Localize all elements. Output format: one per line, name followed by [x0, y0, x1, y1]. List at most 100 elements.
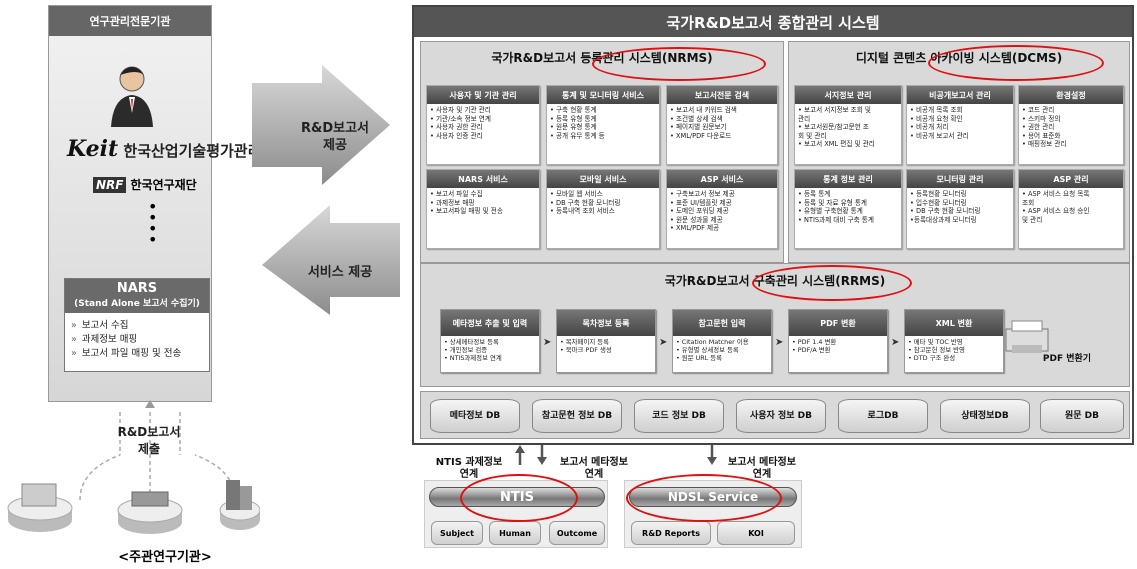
- database-cylinder: 원문 DB: [1040, 399, 1124, 433]
- boxes-function-box: 사용자 및 기관 관리• 사용자 및 기관 관리• 기관/소속 정보 연계• 사…: [426, 85, 540, 165]
- boxes-function-box: 서지정보 관리• 보고서 서지정보 조회 및 관리• 보고서원문/참고문헌 조 …: [794, 85, 902, 165]
- service-arrow-label: 서비스 제공: [307, 265, 373, 280]
- integrated-management-system: 국가R&D보고서 종합관리 시스템 국가R&D보고서 등록관리 시스템(NRMS…: [412, 5, 1134, 445]
- function-line: • 구축보고서 정보 제공: [670, 190, 735, 198]
- rrms-step-body: • 메타 및 TOC 반영• 참고문헌 정보 반영• DTD 구조 완성: [905, 336, 1003, 364]
- flow-arrow-icon: ➤: [543, 337, 552, 348]
- function-box-title: 모바일 서비스: [547, 170, 659, 188]
- function-line: • 사용자 권한 관리: [430, 123, 483, 132]
- rrms-step-body: • Citation Matcher 이용• 유형별 상세정보 등록• 원문 U…: [673, 336, 771, 364]
- host-institution-label: <주관연구기관>: [118, 550, 212, 565]
- function-box-body: • 보고서 서지정보 조회 및 관리• 보고서원문/참고문헌 조 회 및 관리•…: [795, 104, 901, 151]
- rrms-step-line: • PDF 1.4 변환: [792, 338, 837, 346]
- institution-disk: [219, 480, 260, 530]
- function-line: • NTIS과제 대비 구축 통계: [798, 215, 874, 224]
- function-line: • 과제정보 매핑: [430, 198, 475, 207]
- function-box-body: • 등록 통계• 등록 및 자료 유형 통계• 유형별 구축현황 통계• NTI…: [795, 188, 901, 226]
- boxes-function-box: ASP 서비스• 구축보고서 정보 제공• 표준 UI/템플릿 제공• 도메인 …: [666, 169, 778, 249]
- rrms-highlight: [752, 265, 912, 301]
- function-box-title: NARS 서비스: [427, 170, 539, 188]
- function-box-body: • 구축보고서 정보 제공• 표준 UI/템플릿 제공• 도메인 포워딩 제공•…: [667, 188, 777, 235]
- pdf-converter-icon: [1005, 320, 1049, 353]
- function-line: 및 관리: [1022, 215, 1043, 224]
- nars-box: NARS (Stand Alone 보고서 수집기) 보고서 수집 과제정보 매…: [64, 278, 210, 372]
- link-arrows: [515, 445, 717, 465]
- function-line: • 보고서 XML 편집 및 관리: [798, 140, 875, 149]
- function-line: • 비공개 요청 확인: [910, 114, 963, 123]
- function-line: • 권한 관리: [1022, 123, 1055, 132]
- function-line: • 코드 관리: [1022, 106, 1055, 114]
- boxes-function-box: NARS 서비스• 보고서 파일 수집• 과제정보 매핑• 보고서파일 매핑 및…: [426, 169, 540, 249]
- rrms-step-line: • PDF/A 변환: [792, 346, 831, 354]
- rrms-step-box: PDF 변환• PDF 1.4 변환• PDF/A 변환: [788, 309, 888, 373]
- function-line: • 스키마 정의: [1022, 114, 1061, 123]
- function-line: • 보고서 서지정보 조회 및: [798, 106, 871, 114]
- function-box-body: • 모바일 웹 서비스• DB 구축 현황 모니터링• 등록내역 조회 서비스: [547, 188, 659, 218]
- rrms-step-body: • 목차페이지 등록• 북마크 PDF 생성: [557, 336, 655, 356]
- function-line: • 등록 유형 통계: [550, 114, 597, 123]
- boxes-function-box: 환경설정• 코드 관리• 스키마 정의• 권한 관리• 용어 표준화• 매핑정보…: [1018, 85, 1124, 165]
- boxes-function-box: 보고서전문 검색• 보고서 내 키워드 검색• 조건별 상세 검색• 페이지별 …: [666, 85, 778, 165]
- function-box-title: 비공개보고서 관리: [907, 86, 1013, 104]
- rrms-step-line: • Citation Matcher 이용: [676, 338, 749, 346]
- nars-feature: 과제정보 매핑: [71, 333, 181, 347]
- ntis-subject: Subject: [431, 521, 483, 545]
- function-line: • 등록현황 모니터링: [910, 190, 967, 198]
- function-line: • 보고서 내 키워드 검색: [670, 106, 737, 114]
- function-line: • 구축 현황 통계: [550, 106, 597, 114]
- rrms-step-box: 메타정보 추출 및 입력• 상세메타정보 등록• 개인정보 검증• NTIS과제…: [440, 309, 540, 373]
- function-box-body: • 보고서 내 키워드 검색• 조건별 상세 검색• 페이지별 원문보기• XM…: [667, 104, 777, 142]
- nars-header: NARS (Stand Alone 보고서 수집기): [65, 279, 209, 313]
- function-box-title: 사용자 및 기관 관리: [427, 86, 539, 104]
- function-line: • DB 구축 현황 모니터링: [550, 198, 621, 207]
- nars-feature: 보고서 수집: [71, 319, 181, 333]
- keit-logo: Keit 한국산업기술평가관리원: [67, 136, 276, 162]
- provide-arrow: [252, 65, 390, 185]
- function-box-body: • 사용자 및 기관 관리• 기관/소속 정보 연계• 사용자 권한 관리• 사…: [427, 104, 539, 142]
- database-cylinder: 메타정보 DB: [430, 399, 520, 433]
- rrms-step-line: • DTD 구조 완성: [908, 354, 956, 362]
- boxes-function-box: 모니터링 관리• 등록현황 모니터링• 입수현황 모니터링• DB 구축 현황 …: [906, 169, 1014, 249]
- function-line: • 조건별 상세 검색: [670, 114, 723, 123]
- database-cylinder: 코드 정보 DB: [634, 399, 724, 433]
- function-line: • 기관/소속 정보 연계: [430, 114, 491, 123]
- database-cylinder: 상태정보DB: [940, 399, 1030, 433]
- function-box-title: 환경설정: [1019, 86, 1123, 104]
- function-line: •등록대상과제 모니터링: [910, 215, 977, 224]
- function-line: • 보고서 파일 수집: [430, 190, 483, 198]
- flow-arrow-icon: ➤: [891, 337, 900, 348]
- rrms-step-title: XML 변환: [905, 310, 1003, 336]
- function-line: • 용어 표준화: [1022, 131, 1061, 140]
- function-box-title: 모니터링 관리: [907, 170, 1013, 188]
- function-box-title: ASP 서비스: [667, 170, 777, 188]
- ntis-outcome: Outcome: [549, 521, 605, 545]
- function-line: • 공개 유무 통계 등: [550, 131, 605, 140]
- rrms-step-box: 목차정보 등록• 목차페이지 등록• 북마크 PDF 생성: [556, 309, 656, 373]
- service-arrow: [262, 205, 400, 315]
- rrms-step-line: • 목차페이지 등록: [560, 338, 609, 346]
- bidirectional-arrow-icon: [996, 337, 1012, 347]
- function-line: • 사용자 인증 관리: [430, 131, 483, 140]
- function-line: • 유형별 구축현황 통계: [798, 207, 863, 216]
- rrms-step-line: • NTIS과제정보 연계: [444, 354, 502, 362]
- function-line: • XML/PDF 제공: [670, 224, 720, 233]
- rrms-step-line: • 메타 및 TOC 반영: [908, 338, 963, 346]
- function-line: • DB 구축 현황 모니터링: [910, 207, 981, 216]
- function-box-body: • 코드 관리• 스키마 정의• 권한 관리• 용어 표준화• 매핑정보 관리: [1019, 104, 1123, 151]
- function-line: • 원문 성과물 제공: [670, 215, 723, 224]
- function-line: 관리: [798, 114, 811, 123]
- nars-feature-list: 보고서 수집 과제정보 매핑 보고서 파일 매핑 및 전송: [71, 319, 181, 361]
- database-cylinder: 로그DB: [838, 399, 928, 433]
- function-line: • 도메인 포워딩 제공: [670, 207, 729, 216]
- rrms-step-box: 참고문헌 입력• Citation Matcher 이용• 유형별 상세정보 등…: [672, 309, 772, 373]
- boxes-function-box: 모바일 서비스• 모바일 웹 서비스• DB 구축 현황 모니터링• 등록내역 …: [546, 169, 660, 249]
- ndsl-highlight: [626, 474, 782, 522]
- institution-disk: [7, 483, 73, 532]
- pdf-converter-label: PDF 변환기: [1042, 354, 1092, 364]
- function-line: • 등록 통계: [798, 190, 831, 198]
